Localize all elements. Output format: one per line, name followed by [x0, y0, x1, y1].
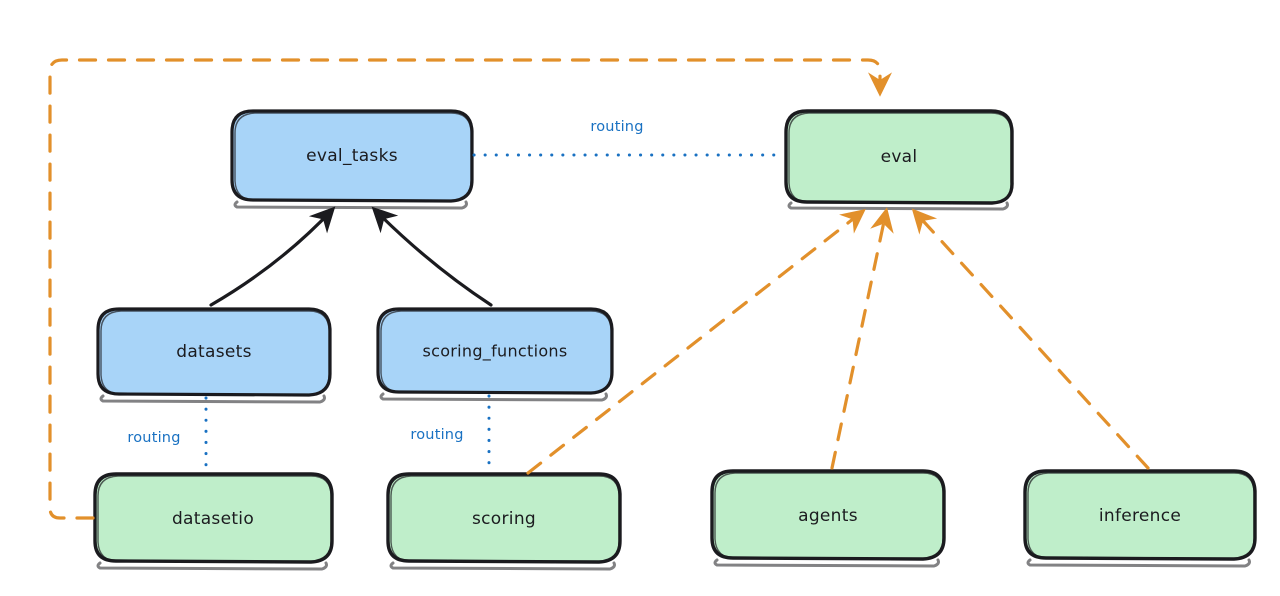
- edge-agents-to-eval-dependency: [830, 207, 894, 470]
- node-inference-outline-sketch: [1027, 472, 1255, 560]
- node-agents-shadow: [713, 558, 940, 568]
- node-eval[interactable]: eval: [784, 109, 1014, 211]
- node-agents[interactable]: agents: [710, 469, 946, 568]
- edge-label-routing-datasetio: routing: [127, 430, 180, 446]
- edge-label-routing-eval: routing: [590, 119, 643, 135]
- node-agents-label: agents: [798, 506, 858, 526]
- edge-scoring-to-eval-dependency: [526, 209, 866, 475]
- node-scoring[interactable]: scoring: [386, 472, 622, 571]
- node-inference[interactable]: inference: [1023, 469, 1257, 568]
- node-scoring-shadow: [389, 561, 616, 571]
- node-inference-shadow: [1026, 558, 1251, 568]
- node-datasets-outline-sketch: [100, 310, 330, 396]
- node-scoring-outline-sketch: [390, 475, 620, 563]
- edge-label-routing-scoring: routing: [410, 427, 463, 443]
- node-eval-tasks-shadow: [233, 200, 468, 210]
- edge-inference-to-eval-dependency: [911, 208, 1150, 470]
- edge-scoring-functions-to-eval-tasks: [371, 206, 493, 307]
- edge-datasets-to-eval-tasks: [209, 206, 336, 307]
- node-datasetio-outline-sketch: [97, 475, 332, 563]
- node-eval-tasks[interactable]: eval_tasks: [230, 109, 474, 210]
- node-agents-outline-sketch: [714, 472, 944, 560]
- node-eval-label: eval: [881, 147, 918, 167]
- node-datasets-shadow: [99, 394, 326, 404]
- node-eval-outline-sketch: [788, 112, 1012, 204]
- node-scoring-functions-label: scoring_functions: [422, 342, 567, 362]
- node-eval-shadow: [787, 201, 1009, 211]
- node-datasetio-label: datasetio: [172, 509, 254, 529]
- node-inference-label: inference: [1099, 506, 1181, 526]
- node-scoring-label: scoring: [472, 509, 536, 529]
- edge-datasetio-to-eval-dependency: [48, 58, 892, 520]
- node-datasetio[interactable]: datasetio: [93, 472, 334, 571]
- node-datasetio-shadow: [96, 561, 328, 571]
- node-datasets[interactable]: datasets: [96, 307, 332, 404]
- node-eval-tasks-outline-sketch: [234, 112, 472, 202]
- node-scoring-functions-outline-sketch: [380, 310, 612, 394]
- node-scoring-functions[interactable]: scoring_functions: [376, 307, 614, 402]
- node-eval-tasks-label: eval_tasks: [306, 146, 398, 166]
- node-scoring-functions-shadow: [379, 392, 608, 402]
- node-datasets-label: datasets: [176, 342, 252, 362]
